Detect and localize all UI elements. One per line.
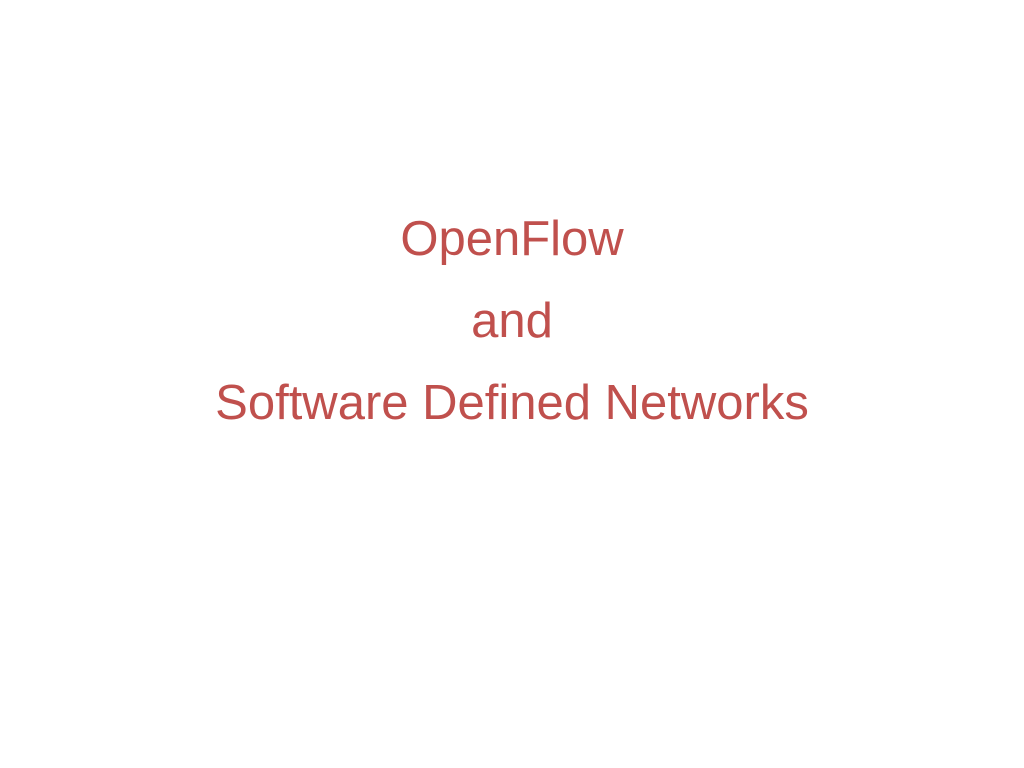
title-line-sdn: Software Defined Networks: [215, 376, 809, 430]
title-line-openflow: OpenFlow: [400, 212, 624, 266]
title-line-and: and: [471, 294, 553, 348]
slide-title: OpenFlow and Software Defined Networks: [0, 198, 1024, 444]
